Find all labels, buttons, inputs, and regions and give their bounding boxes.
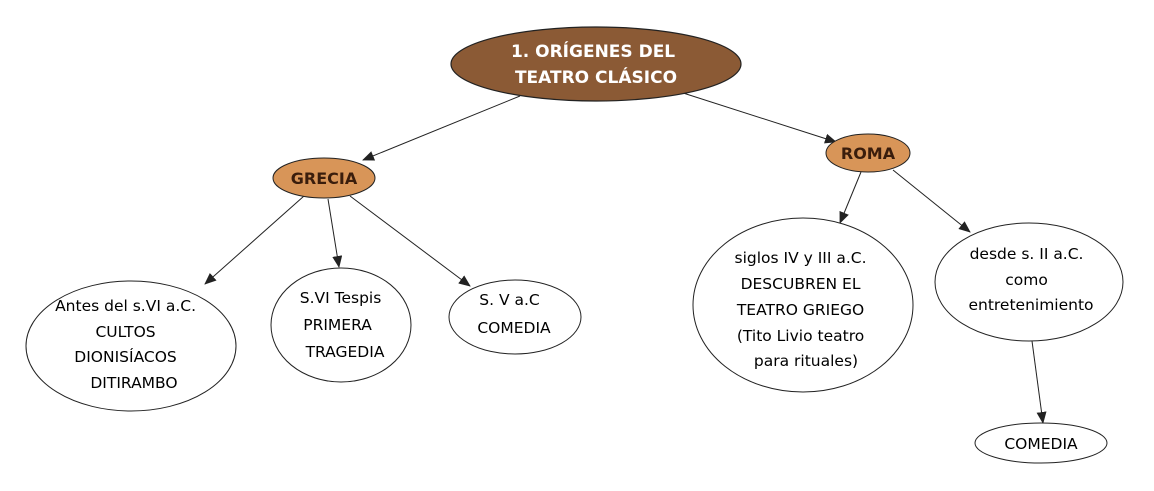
edge-grecia-g1 bbox=[204, 195, 305, 285]
node-r3: COMEDIA bbox=[974, 422, 1108, 464]
node-g2-shape bbox=[270, 267, 412, 383]
node-r1-shape bbox=[692, 217, 914, 393]
node-g1-line: CULTOS bbox=[95, 323, 155, 341]
node-grecia-line: GRECIA bbox=[291, 169, 358, 188]
node-g3: S. V a.C COMEDIA bbox=[448, 279, 582, 355]
node-r2-line: desde s. II a.C. bbox=[970, 245, 1084, 263]
edge-root-grecia bbox=[362, 95, 521, 161]
node-r1-line: para rituales) bbox=[754, 352, 858, 370]
node-r1: siglos IV y III a.C. DESCUBREN EL TEATRO… bbox=[692, 217, 914, 393]
node-root-shape bbox=[450, 26, 742, 102]
node-r1-line: TEATRO GRIEGO bbox=[736, 301, 864, 319]
node-root-line: TEATRO CLÁSICO bbox=[515, 66, 677, 88]
edge-grecia-g3 bbox=[349, 195, 471, 287]
edge-grecia-g2 bbox=[327, 198, 343, 268]
node-r3-line: COMEDIA bbox=[1004, 435, 1078, 453]
edge-roma-r2 bbox=[892, 169, 971, 233]
connectors bbox=[204, 91, 1047, 424]
edge-r2-r3 bbox=[1031, 340, 1047, 424]
svg-text:Antes del s.VI a.C. CULT: Antes del s.VI a.C. CULTOS DIONISÍACOS D… bbox=[55, 297, 201, 392]
svg-text:S. V a.C COMEDIA: S. V a.C COMEDIA bbox=[477, 291, 551, 337]
node-g3-shape bbox=[448, 279, 582, 355]
node-root-line: 1. ORÍGENES DEL bbox=[511, 40, 675, 62]
node-r2-line: entretenimiento bbox=[968, 296, 1093, 314]
node-r3-shape bbox=[974, 422, 1108, 464]
svg-text:1. ORÍGENES DEL TEATRO C: 1. ORÍGENES DEL TEATRO CLÁSICO bbox=[511, 40, 681, 88]
node-g2-line: PRIMERA bbox=[303, 316, 372, 334]
node-r1-line: siglos IV y III a.C. bbox=[735, 249, 867, 267]
node-g2-line: TRAGEDIA bbox=[305, 343, 385, 361]
svg-text:ROMA: ROMA bbox=[841, 144, 896, 163]
node-g2-line: S.VI Tespis bbox=[300, 289, 382, 307]
edge-root-roma bbox=[679, 91, 837, 144]
node-g1-line: Antes del s.VI a.C. bbox=[55, 297, 196, 315]
svg-text:S.VI Tespis PRIMERA: S.VI Tespis PRIMERA TRAGEDIA bbox=[300, 289, 386, 361]
node-g3-line: S. V a.C bbox=[479, 291, 539, 309]
node-g1-shape bbox=[25, 280, 237, 412]
svg-text:COMEDIA: COMEDIA bbox=[1004, 435, 1078, 453]
svg-text:desde s. II a.C. como: desde s. II a.C. como entretenimiento bbox=[968, 245, 1093, 314]
node-r1-line: (Tito Livio teatro bbox=[737, 327, 864, 345]
node-r2-shape bbox=[934, 222, 1124, 342]
svg-text:GRECIA: GRECIA bbox=[291, 169, 358, 188]
node-g2: S.VI Tespis PRIMERA TRAGEDIA bbox=[270, 267, 412, 383]
node-r1-line: DESCUBREN EL bbox=[741, 275, 861, 293]
node-roma-line: ROMA bbox=[841, 144, 896, 163]
node-r2: desde s. II a.C. como entretenimiento bbox=[934, 222, 1124, 342]
node-g1: Antes del s.VI a.C. CULTOS DIONISÍACOS D… bbox=[25, 280, 237, 412]
node-roma: ROMA bbox=[825, 133, 911, 173]
node-r2-line: como bbox=[1005, 271, 1048, 289]
node-grecia-shape bbox=[272, 157, 376, 199]
node-g3-line: COMEDIA bbox=[477, 319, 551, 337]
node-g1-line: DITIRAMBO bbox=[90, 374, 177, 392]
node-root: 1. ORÍGENES DEL TEATRO CLÁSICO bbox=[450, 26, 742, 102]
svg-text:siglos IV y III a.C. DES: siglos IV y III a.C. DESCUBREN EL TEATRO… bbox=[735, 249, 872, 370]
node-g1-line: DIONISÍACOS bbox=[74, 347, 176, 366]
edge-roma-r1 bbox=[839, 171, 862, 224]
node-roma-shape bbox=[825, 133, 911, 173]
node-grecia: GRECIA bbox=[272, 157, 376, 199]
